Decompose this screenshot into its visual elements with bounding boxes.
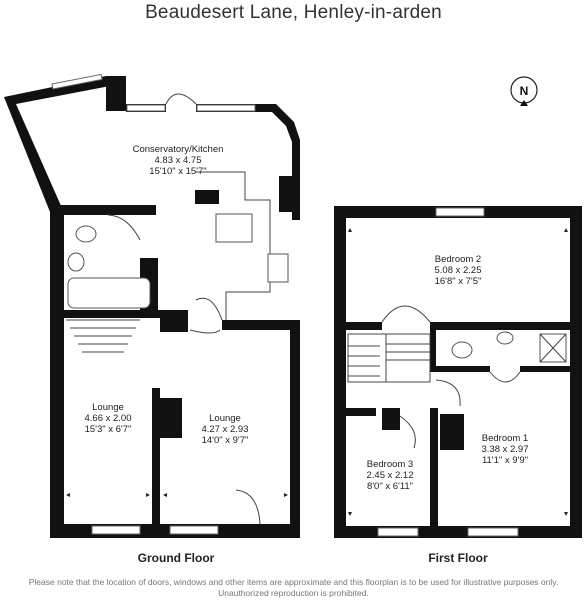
bathroom-wall-bottom-a [430, 366, 490, 372]
lounge-right-name: Lounge [209, 413, 241, 424]
lounge-right-metric: 4.27 x 2.93 [201, 424, 248, 435]
kitchen-cabinet-dark [195, 190, 219, 204]
ground-floor-label: Ground Floor [138, 551, 215, 565]
bathtub [67, 277, 151, 309]
conservatory-wall-corner [256, 104, 300, 142]
kitchen-hob [267, 253, 289, 283]
conservatory-window-2 [196, 104, 256, 112]
ground-floor-plan [4, 73, 300, 538]
bedroom2-imperial: 16'8" x 7'5" [435, 276, 482, 287]
plan-title: Beaudesert Lane, Henley-in-arden [145, 2, 442, 23]
wardrobe [440, 414, 464, 450]
lounge-right-imperial: 14'0" x 9'7" [202, 435, 249, 446]
conservatory-window-3 [51, 73, 103, 90]
first-floor-label: First Floor [428, 551, 488, 565]
washbasin [67, 252, 85, 272]
bedroom2-name: Bedroom 2 [435, 254, 481, 265]
lounge-right-window [169, 525, 219, 535]
bedroom1-door-swing [435, 379, 461, 407]
bedroom3-wall-top-right [382, 408, 400, 430]
ground-wall-right [290, 320, 300, 538]
first-wall-left [334, 206, 346, 538]
bathroom-door-swing-first [489, 371, 521, 383]
conservatory-wall-right [292, 140, 300, 220]
bedroom1-metric: 3.38 x 2.97 [481, 444, 528, 455]
landing-wall [430, 322, 436, 370]
lounge-left-metric: 4.66 x 2.00 [84, 413, 131, 424]
measure-arrow [348, 512, 352, 516]
bedroom3-imperial: 8'0" x 6'11" [367, 481, 413, 492]
kitchen-fridge [279, 176, 293, 212]
bedroom2-door-swing [381, 305, 431, 323]
bedroom3-window [377, 527, 419, 537]
measure-arrow [564, 228, 568, 232]
conservatory-name: Conservatory/Kitchen [133, 144, 224, 155]
ground-wall-left [50, 205, 64, 538]
front-door-swing [235, 489, 261, 525]
conservatory-metric: 4.83 x 4.75 [154, 155, 201, 166]
hall-wall [56, 310, 186, 318]
bedroom2-wall-bottom-left [346, 322, 382, 330]
measure-arrow [284, 493, 288, 497]
bedroom3-wall-top [346, 408, 376, 416]
bathroom-door-swing [107, 214, 141, 241]
bedroom-divider [430, 408, 438, 526]
toilet [75, 225, 97, 243]
first-floor-plan [334, 206, 582, 538]
measure-arrow [564, 512, 568, 516]
kitchen-door-swing [195, 297, 223, 321]
conservatory-wall-left [4, 76, 110, 212]
lounge-divider [152, 388, 160, 524]
lounge-door-swing [189, 329, 221, 334]
conservatory-door-swing [165, 93, 197, 105]
measure-arrow [146, 493, 150, 497]
bedroom2-window [435, 207, 485, 217]
lounge-left-window [91, 525, 141, 535]
bedroom3-metric: 2.45 x 2.12 [366, 470, 413, 481]
stair-wall [160, 310, 188, 332]
measure-arrow [66, 493, 70, 497]
bedroom2-metric: 5.08 x 2.25 [434, 265, 481, 276]
bedroom1-imperial: 11'1" x 9'9" [482, 455, 528, 466]
bedroom1-window [467, 527, 519, 537]
measure-arrow [163, 493, 167, 497]
first-wall-bottom [334, 526, 582, 538]
first-toilet [451, 341, 473, 359]
compass-icon: N [510, 76, 538, 106]
compass-label: N [520, 84, 529, 98]
bedroom3-door-swing [399, 415, 416, 449]
kitchen-counter [195, 171, 271, 320]
bedroom3-name: Bedroom 3 [367, 459, 413, 470]
kitchen-wall-lower [222, 320, 292, 330]
bathroom-wall-bottom-b [520, 366, 570, 372]
measure-arrow [348, 228, 352, 232]
ground-stairs [66, 319, 140, 353]
lounge-left-imperial: 15'3" x 6'7" [85, 424, 132, 435]
bedroom2-wall-bottom-right [430, 322, 570, 330]
conservatory-wall-top-left [106, 76, 126, 111]
first-wall-right [570, 206, 582, 538]
kitchen-island [215, 213, 253, 243]
first-basin [496, 331, 514, 345]
first-stairs [347, 333, 431, 383]
bathroom-wall-top [64, 205, 156, 215]
disclaimer-text: Please note that the location of doors, … [28, 577, 559, 598]
chimney-breast [160, 398, 182, 438]
lounge-left-name: Lounge [92, 402, 124, 413]
conservatory-imperial: 15'10" x 15'7" [149, 166, 206, 177]
conservatory-window-1 [126, 104, 166, 112]
bedroom1-name: Bedroom 1 [482, 433, 528, 444]
